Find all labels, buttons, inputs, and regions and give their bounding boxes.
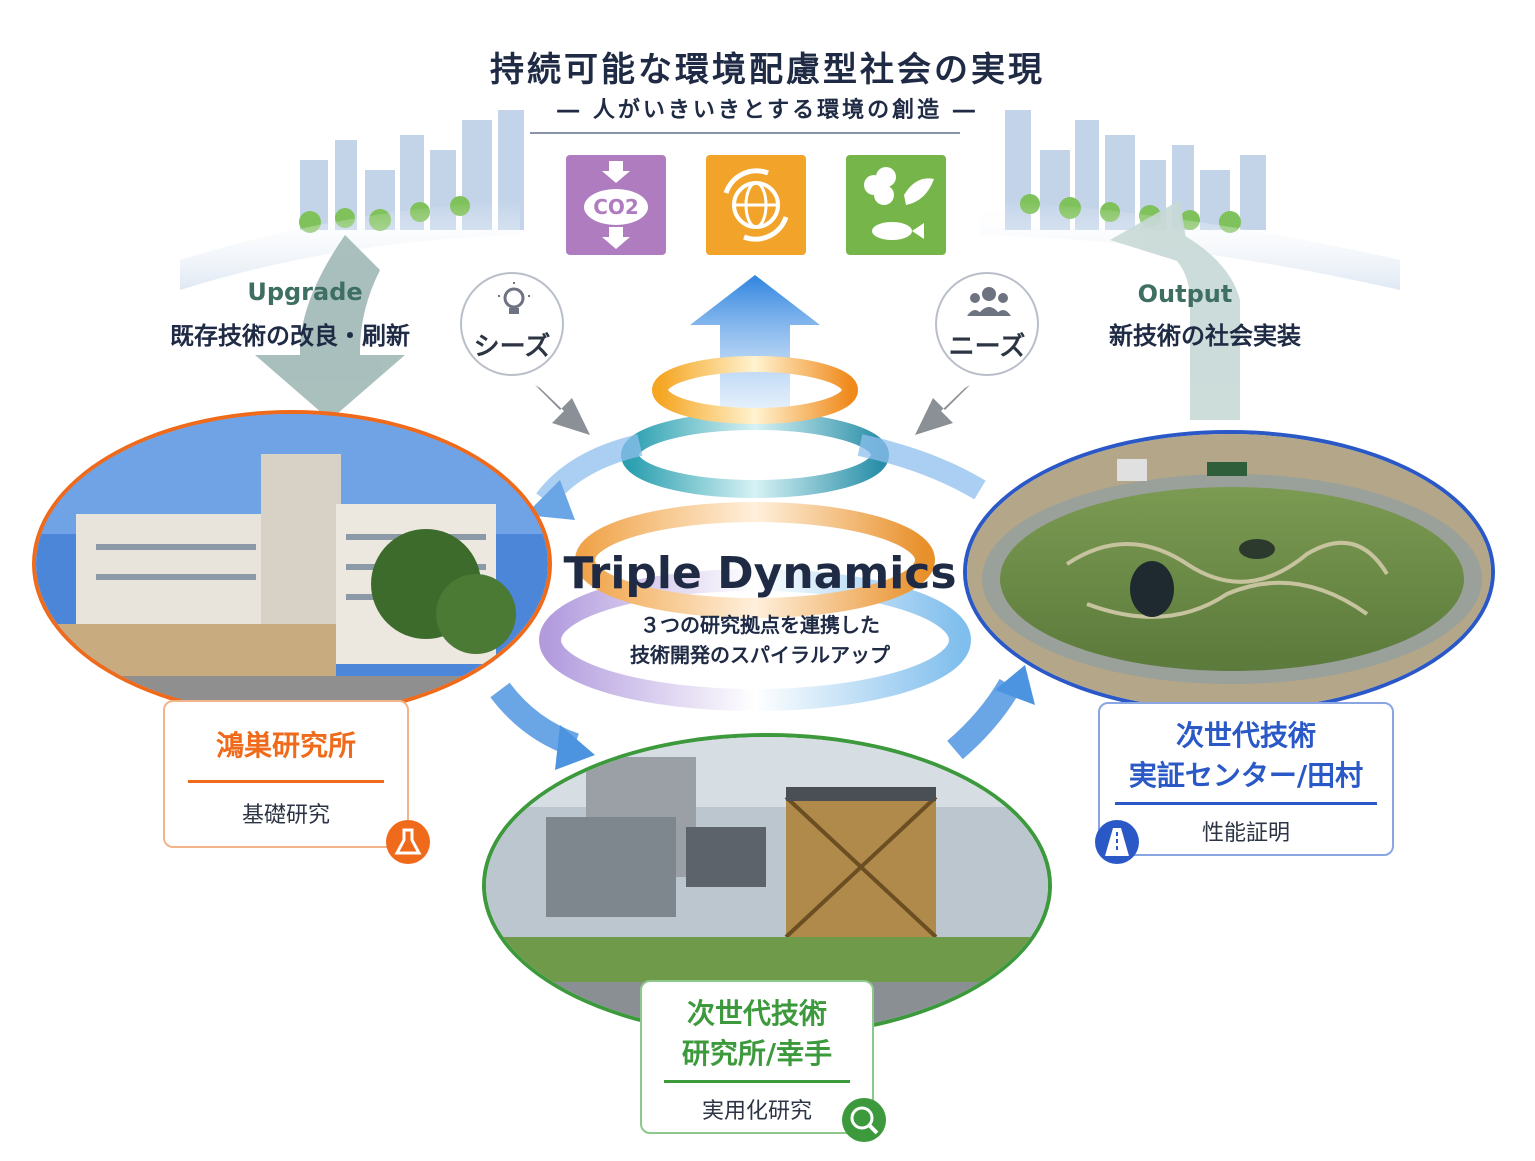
subtitle-underline: [530, 132, 960, 134]
co2-reduction-icon: CO2: [566, 155, 666, 255]
tamura-desc: 性能証明: [1201, 821, 1290, 846]
konosu-card: 鴻巣研究所 基礎研究: [163, 700, 409, 848]
upgrade-label: Upgrade: [247, 278, 363, 306]
konosu-divider: [188, 780, 384, 783]
konosu-name: 鴻巣研究所: [215, 729, 356, 762]
recycle-globe-icon: [706, 155, 806, 255]
page-subtitle: ― 人がいきいきとする環境の創造 ―: [557, 98, 978, 123]
upgrade-description: 既存技術の改良・刷新: [170, 322, 410, 350]
satte-name-line1: 次世代技術: [686, 997, 827, 1030]
konosu-photo: [32, 410, 552, 718]
triple-dynamics-desc-line2: 技術開発のスパイラルアップ: [630, 643, 890, 667]
satte-card: 次世代技術 研究所/幸手 実用化研究: [640, 980, 874, 1134]
lightbulb-icon: [498, 282, 530, 314]
co2-text: CO2: [593, 195, 639, 219]
satte-name-line2: 研究所/幸手: [681, 1037, 833, 1070]
tamura-divider: [1115, 802, 1377, 805]
search-leaf-icon: [842, 1098, 886, 1142]
tamura-name-line1: 次世代技術: [1175, 719, 1316, 752]
triple-dynamics-desc-line1: ３つの研究拠点を連携した: [640, 613, 880, 637]
tamura-name-line2: 実証センター/田村: [1128, 759, 1364, 792]
seeds-label: シーズ: [473, 332, 551, 362]
satte-divider: [664, 1080, 850, 1083]
triple-dynamics-title: Triple Dynamics: [563, 548, 957, 599]
road-icon: [1095, 820, 1139, 864]
tamura-photo: [963, 430, 1495, 714]
output-description: 新技術の社会実装: [1109, 322, 1301, 350]
satte-desc: 実用化研究: [701, 1099, 812, 1124]
page-title: 持続可能な環境配慮型社会の実現: [490, 50, 1045, 90]
flask-icon: [386, 820, 430, 864]
seeds-bubble: シーズ: [460, 272, 564, 376]
people-icon: [967, 287, 1011, 316]
tamura-card: 次世代技術 実証センター/田村 性能証明: [1098, 702, 1394, 856]
biodiversity-icon: [846, 155, 946, 255]
triple-dynamics-description: ３つの研究拠点を連携した 技術開発のスパイラルアップ: [560, 610, 960, 670]
konosu-desc: 基礎研究: [241, 803, 330, 828]
needs-bubble: ニーズ: [935, 272, 1039, 376]
output-label: Output: [1137, 280, 1233, 308]
needs-label: ニーズ: [948, 332, 1026, 362]
